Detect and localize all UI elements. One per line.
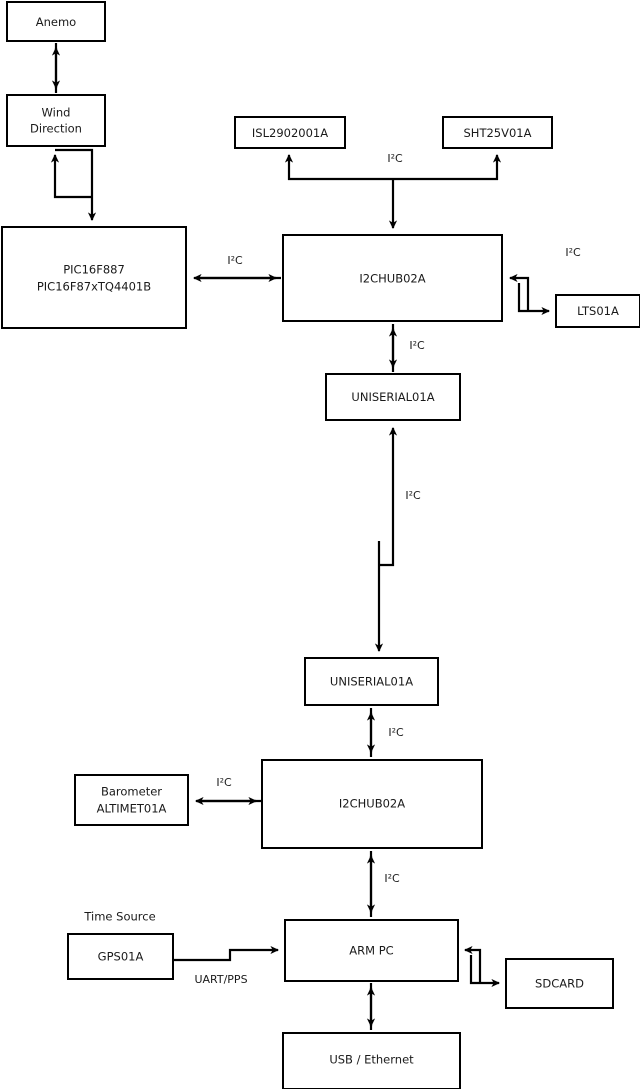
node-arm-pc[interactable]: ARM PC: [284, 919, 459, 982]
node-i2chub02a-bottom-label: I2CHUB02A: [339, 797, 405, 811]
node-sht25v01a[interactable]: SHT25V01A: [442, 116, 553, 149]
node-uniserial01a-bottom-label: UNISERIAL01A: [330, 675, 413, 689]
node-lts01a[interactable]: LTS01A: [555, 294, 640, 328]
node-isl2902001a-label: ISL2902001A: [252, 126, 328, 140]
edge-label-uniserial-hubbot: I²C: [388, 726, 404, 739]
node-anemo-label: Anemo: [36, 15, 76, 29]
edge-gps-to-armpc: [173, 945, 280, 962]
label-time-source: Time Source: [83, 910, 155, 924]
node-wind-direction[interactable]: Wind Direction: [6, 94, 106, 147]
node-i2chub02a-top[interactable]: I2CHUB02A: [282, 234, 503, 322]
edge-label-uniserial-link: I²C: [405, 489, 421, 502]
edge-sdcard-to-armpc: [463, 945, 482, 983]
node-gps01a-label: GPS01A: [98, 950, 144, 964]
node-lts01a-label: LTS01A: [577, 304, 619, 318]
edge-label-hub-sensors: I²C: [387, 152, 403, 165]
node-usb-ethernet[interactable]: USB / Ethernet: [282, 1032, 461, 1089]
node-sdcard[interactable]: SDCARD: [505, 958, 614, 1009]
node-gps01a[interactable]: GPS01A: [67, 933, 174, 980]
edge-label-barometer-hub: I²C: [216, 776, 232, 789]
node-anemo[interactable]: Anemo: [6, 1, 106, 42]
edge-armpc-to-sdcard: [469, 955, 501, 988]
edge-label-hub-uniserial: I²C: [409, 339, 425, 352]
edge-label-pic-hub: I²C: [227, 254, 243, 267]
edge-label-hub-lts: I²C: [565, 246, 581, 259]
node-wind-direction-label-line2: Direction: [30, 122, 82, 136]
node-uniserial01a-bottom[interactable]: UNISERIAL01A: [304, 657, 439, 706]
node-barometer-label-line1: Barometer: [101, 785, 162, 799]
edge-label-gps-armpc: UART/PPS: [194, 973, 247, 986]
node-barometer[interactable]: Barometer ALTIMET01A: [74, 774, 189, 826]
node-sht25v01a-label: SHT25V01A: [464, 126, 532, 140]
node-wind-direction-label-line1: Wind: [42, 106, 71, 120]
edge-label-hub-armpc: I²C: [384, 872, 400, 885]
node-uniserial01a-top[interactable]: UNISERIAL01A: [325, 373, 461, 421]
node-pic-mcu[interactable]: PIC16F887 PIC16F87xTQ4401B: [1, 226, 187, 329]
node-sdcard-label: SDCARD: [535, 977, 584, 991]
node-i2chub02a-top-label: I2CHUB02A: [359, 272, 425, 286]
node-barometer-label-line2: ALTIMET01A: [97, 802, 167, 816]
edges-layer: [50, 43, 551, 1030]
edge-uniserial-link-up: [379, 426, 398, 567]
edge-labels-layer: I²C I²C I²C I²C I²C I²C I²C I²C UART/PPS: [194, 152, 581, 986]
edge-wind-to-pic: [55, 148, 97, 222]
node-uniserial01a-top-label: UNISERIAL01A: [351, 390, 434, 404]
edge-hub-to-lts: [517, 283, 551, 316]
node-arm-pc-label: ARM PC: [349, 944, 393, 958]
node-pic-mcu-label-line1: PIC16F887: [63, 263, 125, 277]
edge-pic-to-wind: [50, 153, 92, 199]
node-i2chub02a-bottom[interactable]: I2CHUB02A: [261, 759, 483, 849]
node-usb-ethernet-label: USB / Ethernet: [329, 1053, 414, 1067]
free-labels-layer: Time Source: [83, 910, 155, 924]
edge-lts-to-hub: [508, 273, 530, 311]
node-isl2902001a[interactable]: ISL2902001A: [234, 116, 346, 149]
node-pic-mcu-label-line2: PIC16F87xTQ4401B: [37, 280, 151, 294]
